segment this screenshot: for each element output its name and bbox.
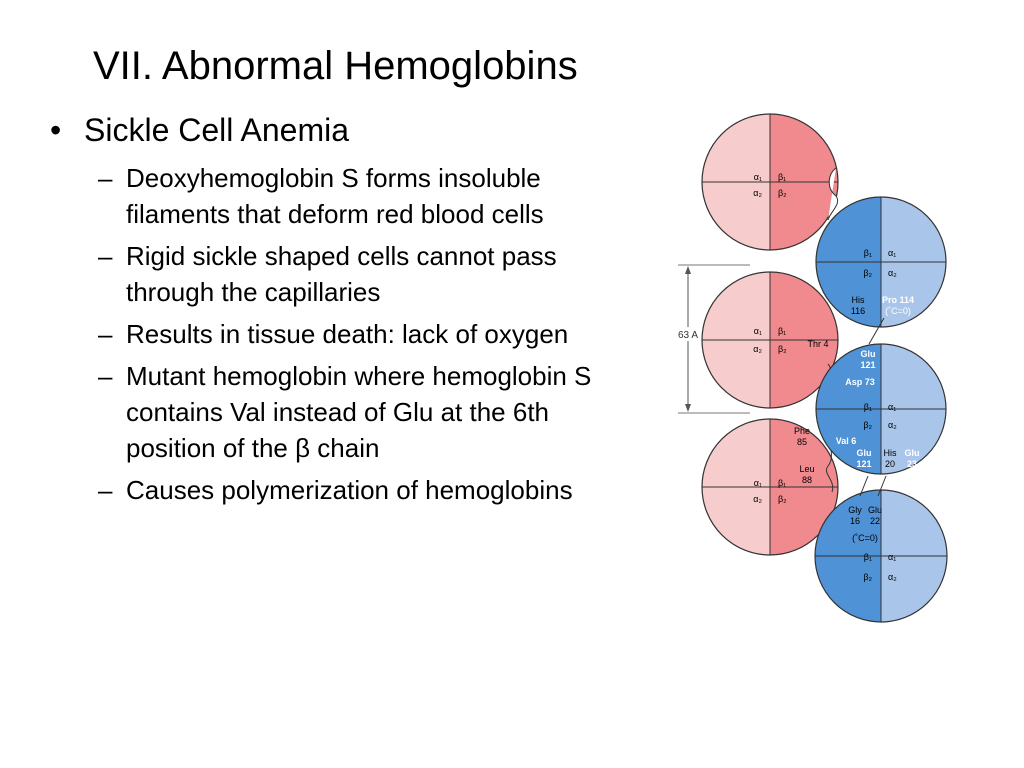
svg-text:β₁: β₁ xyxy=(778,326,786,336)
svg-text:β₂: β₂ xyxy=(778,188,787,198)
svg-text:Val 6: Val 6 xyxy=(836,436,857,446)
svg-text:β₂: β₂ xyxy=(863,572,872,582)
svg-text:β₁: β₁ xyxy=(778,478,786,488)
svg-text:Asp 73: Asp 73 xyxy=(845,377,875,387)
svg-text:α₁: α₁ xyxy=(754,172,762,182)
svg-text:His: His xyxy=(884,448,897,458)
sub-bullet: –Results in tissue death: lack of oxygen xyxy=(98,319,569,349)
svg-text:Pro 114: Pro 114 xyxy=(882,295,914,305)
svg-text:Glu: Glu xyxy=(857,448,872,458)
svg-text:Thr 4: Thr 4 xyxy=(807,339,828,349)
svg-text:16: 16 xyxy=(850,516,860,526)
svg-text:α₂: α₂ xyxy=(888,420,897,430)
slide-title: VII. Abnormal Hemoglobins xyxy=(93,44,578,88)
svg-text:α₂: α₂ xyxy=(888,572,897,582)
svg-text:β₂: β₂ xyxy=(778,344,787,354)
svg-text:Glu: Glu xyxy=(868,505,882,515)
sub-bullet: –Deoxyhemoglobin S forms insoluble filam… xyxy=(98,163,544,229)
svg-text:Glu: Glu xyxy=(905,448,920,458)
main-bullet-text: Sickle Cell Anemia xyxy=(84,112,349,148)
svg-text:Glu: Glu xyxy=(861,349,876,359)
svg-text:α₂: α₂ xyxy=(888,268,897,278)
main-bullet: • Sickle Cell Anemia xyxy=(50,112,650,148)
svg-text:Gly: Gly xyxy=(848,505,862,515)
svg-text:α₂: α₂ xyxy=(753,494,762,504)
svg-text:(˚C=0): (˚C=0) xyxy=(852,533,878,543)
svg-text:β₁: β₁ xyxy=(778,172,786,182)
svg-text:121: 121 xyxy=(860,360,875,370)
sub-bullet: –Causes polymerization of hemoglobins xyxy=(98,475,573,505)
svg-text:β₂: β₂ xyxy=(863,268,872,278)
sub-bullet-list: –Deoxyhemoglobin S forms insoluble filam… xyxy=(50,160,650,508)
svg-text:α₁: α₁ xyxy=(888,248,896,258)
bullet-list: • Sickle Cell Anemia –Deoxyhemoglobin S … xyxy=(50,112,650,514)
svg-text:α₁: α₁ xyxy=(754,478,762,488)
svg-text:β₂: β₂ xyxy=(863,420,872,430)
svg-text:Leu: Leu xyxy=(799,464,814,474)
svg-text:α₂: α₂ xyxy=(753,188,762,198)
hemoglobin-molecule-4: β₁ α₁ β₂ α₂ xyxy=(815,196,947,328)
bullet-dot: • xyxy=(50,112,62,148)
svg-text:α₁: α₁ xyxy=(888,552,896,562)
svg-text:His: His xyxy=(852,295,865,305)
svg-text:α₁: α₁ xyxy=(754,326,762,336)
svg-text:Phe: Phe xyxy=(794,426,810,436)
hemoglobin-s-polymer-diagram: 63 A α₁ β₁ α₂ β₂ α₁ β₁ α₂ β₂ xyxy=(674,113,948,623)
svg-text:α₂: α₂ xyxy=(753,344,762,354)
svg-text:121: 121 xyxy=(856,459,871,469)
svg-text:(˚C=0): (˚C=0) xyxy=(885,306,911,316)
svg-text:20: 20 xyxy=(885,459,895,469)
sub-bullet: –Mutant hemoglobin where hemoglobin S co… xyxy=(98,361,592,463)
distance-label: 63 A xyxy=(678,330,698,341)
svg-text:β₂: β₂ xyxy=(778,494,787,504)
svg-text:α₁: α₁ xyxy=(888,402,896,412)
svg-text:β₁: β₁ xyxy=(864,248,872,258)
svg-text:23: 23 xyxy=(907,459,917,469)
svg-text:β₁: β₁ xyxy=(864,402,872,412)
svg-text:85: 85 xyxy=(797,437,807,447)
svg-text:116: 116 xyxy=(851,306,865,316)
svg-text:22: 22 xyxy=(870,516,880,526)
svg-text:β₁: β₁ xyxy=(864,552,872,562)
residue-labels: His 116 Pro 114 (˚C=0) Thr 4 Glu 121 Asp… xyxy=(794,295,920,543)
distance-marker: 63 A xyxy=(674,264,750,414)
svg-text:88: 88 xyxy=(802,475,812,485)
sub-bullet: –Rigid sickle shaped cells cannot pass t… xyxy=(98,241,557,307)
